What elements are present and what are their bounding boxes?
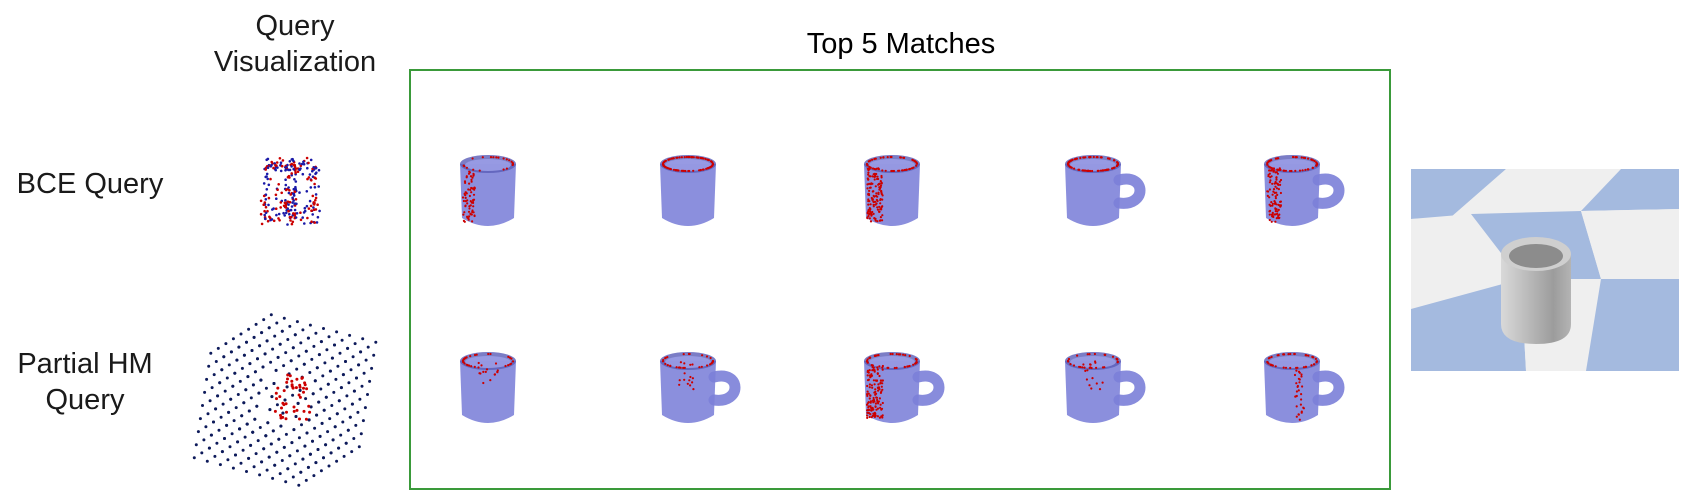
mug-opening xyxy=(869,356,915,368)
match-mug-10 xyxy=(1264,352,1345,423)
floor-tile xyxy=(1471,169,1621,214)
mug-body xyxy=(864,361,920,423)
mug-query-points xyxy=(461,156,515,223)
cup-opening xyxy=(1509,244,1563,268)
mug-opening xyxy=(1070,159,1116,171)
match-mug-5 xyxy=(1264,155,1345,226)
mug-opening xyxy=(665,356,711,368)
match-mug-2 xyxy=(660,155,716,226)
partial-hm-query-grid xyxy=(192,313,378,487)
top-matches-box xyxy=(409,69,1391,490)
row-label-line-1: BCE Query xyxy=(16,168,164,200)
mug-handle xyxy=(912,370,945,406)
mug-opening xyxy=(465,159,511,171)
bce-query-point-cloud xyxy=(259,156,321,226)
mug-body xyxy=(660,361,716,423)
match-mug-7 xyxy=(660,352,741,423)
mug-query-points xyxy=(1066,155,1120,173)
floor-tile xyxy=(1581,209,1679,279)
match-mug-9 xyxy=(1065,352,1146,423)
cup-body xyxy=(1501,254,1571,344)
mug-body xyxy=(460,164,516,226)
row-label-line-2: Query xyxy=(45,384,125,416)
mug-handle xyxy=(1312,173,1345,209)
scene-image xyxy=(1411,169,1679,371)
row-label-bce: BCE Query xyxy=(0,166,180,202)
match-mug-8 xyxy=(864,352,945,423)
mug-opening xyxy=(465,356,511,368)
floor-tile xyxy=(1581,169,1679,211)
header-line-2: Visualization xyxy=(213,46,377,78)
header-line-1: Query xyxy=(255,10,335,42)
mug-handle xyxy=(1312,370,1345,406)
mug-query-points xyxy=(661,155,715,173)
mug-opening xyxy=(665,159,711,171)
match-mug-4 xyxy=(1065,155,1146,226)
mug-query-points xyxy=(1266,352,1319,421)
match-mug-1 xyxy=(460,155,516,226)
mug-body xyxy=(1065,361,1121,423)
mug-opening xyxy=(1269,356,1315,368)
mug-body xyxy=(660,164,716,226)
floor-tile xyxy=(1411,279,1526,371)
mug-opening xyxy=(869,159,915,171)
scene-render xyxy=(1411,169,1679,371)
mug-query-points xyxy=(1266,155,1319,223)
match-mug-6 xyxy=(460,352,516,423)
match-mug-3 xyxy=(864,155,920,226)
mug-query-points xyxy=(865,155,919,223)
mug-opening xyxy=(1070,356,1116,368)
floor-tile xyxy=(1586,279,1679,371)
mug-query-points xyxy=(661,352,715,391)
mug-body xyxy=(864,164,920,226)
floor-tile xyxy=(1411,214,1521,309)
mug-query-points xyxy=(1066,352,1119,391)
mug-body xyxy=(1264,361,1320,423)
row-label-line-1: Partial HM xyxy=(17,348,153,380)
mug-body xyxy=(460,361,516,423)
mug-query-points xyxy=(461,352,515,385)
top-matches-title: Top 5 Matches xyxy=(806,28,996,60)
row-label-partial-hm: Partial HM Query xyxy=(0,346,170,418)
mug-handle xyxy=(708,370,741,406)
floor-tile xyxy=(1411,169,1506,219)
mug-body xyxy=(1065,164,1121,226)
mug-query-points xyxy=(865,352,918,419)
mug-handle xyxy=(1113,370,1146,406)
mug-handle xyxy=(1113,173,1146,209)
query-visualization-header: Query Visualization xyxy=(200,8,390,80)
